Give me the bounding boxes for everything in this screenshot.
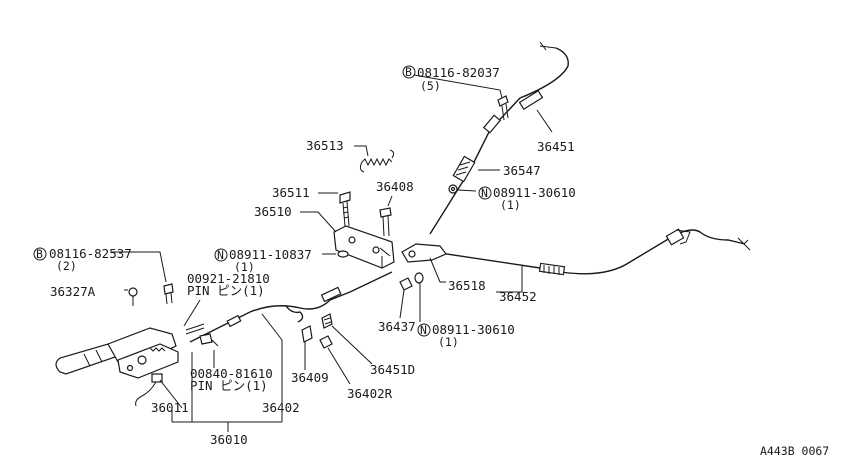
clip-36437 (399, 277, 413, 291)
label-bolt-08116-82037: 08116-82037 (417, 65, 500, 80)
bolt-symbol-left-letter: B (36, 247, 43, 261)
rear-cable-right-end (539, 41, 557, 51)
rear-cable-right-clamp (482, 114, 502, 134)
pin-00840-81610 (199, 333, 213, 345)
rear-cable-left-tip (737, 237, 751, 251)
bolt-36511-thread (342, 206, 350, 219)
lever-base (117, 343, 179, 379)
label-nut-08911-30610-upper-qty: (1) (500, 198, 521, 212)
front-cable-boot (320, 286, 342, 303)
label-36513: 36513 (306, 138, 344, 153)
nut-symbol-right-bottom (417, 323, 431, 337)
lever-ratchet (149, 347, 166, 352)
nut-08911-10837 (337, 250, 349, 258)
nut-symbol-right-top (478, 186, 492, 200)
bolt-08116-82537 (163, 283, 174, 295)
bolt-08116-82537-shank (165, 292, 173, 305)
label-36010: 36010 (210, 432, 248, 447)
label-nut-08911-10837: 08911-10837 (229, 247, 312, 262)
label-36547: 36547 (503, 163, 541, 178)
nut-symbol-mid-letter: N (217, 248, 224, 262)
label-36011: 36011 (151, 400, 189, 415)
bracket-hole-1 (348, 236, 356, 244)
front-cable-curl (285, 305, 304, 323)
bolt-symbol-left (33, 247, 47, 261)
label-bolt-08116-82037-qty: (5) (420, 79, 441, 93)
rear-cable-left-hatch (543, 265, 560, 275)
nut-08911-30610-upper-hole (450, 186, 456, 192)
label-36409: 36409 (291, 370, 329, 385)
cable-guide-36547 (452, 155, 476, 183)
label-nut-08911-30610-upper: 08911-30610 (493, 185, 576, 200)
label-36402: 36402 (262, 400, 300, 415)
return-spring-36513 (361, 157, 393, 167)
bolt-symbol-top (402, 65, 416, 79)
label-pin-00921-21810-name: PIN ピン(1) (187, 283, 265, 298)
nut-symbol-mid (214, 248, 228, 262)
nut-symbol-right-bottom-letter: N (420, 323, 427, 337)
bolt-36402r (319, 335, 333, 349)
label-36327a: 36327A (50, 284, 96, 299)
label-nut-08911-30610-lower-qty: (1) (438, 335, 459, 349)
label-36518: 36518 (448, 278, 486, 293)
rear-cable-left-clip (665, 228, 685, 246)
rear-cable-left-bracket (675, 229, 691, 245)
label-36451d: 36451D (370, 362, 415, 377)
label-bolt-08116-82537: 08116-82537 (49, 246, 132, 261)
bracket-36510 (333, 225, 395, 269)
pin-00921-21810 (185, 323, 205, 335)
return-spring-hook (359, 149, 395, 173)
nut-symbol-right-top-letter: N (481, 186, 488, 200)
leader-lines (112, 74, 553, 432)
pin-00840-81610-shank (211, 339, 219, 347)
clip-36409 (301, 325, 313, 343)
rear-cable-left-end (669, 229, 746, 245)
label-36452: 36452 (499, 289, 537, 304)
equalizer-pin (408, 250, 416, 258)
rear-cable-right-bracket (518, 89, 544, 111)
label-pin-00840-81610: 00840-81610 (190, 366, 273, 381)
label-pin-00921-21810: 00921-21810 (187, 271, 270, 286)
bracket-fold (379, 247, 391, 268)
rear-cable-right-hatch (455, 161, 471, 176)
clip-36451d-lines (323, 317, 332, 325)
bolt-36408-shank (382, 215, 390, 237)
front-cable-end (226, 314, 242, 328)
label-36402r: 36402R (347, 386, 393, 401)
label-nut-08911-30610-lower: 08911-30610 (432, 322, 515, 337)
front-cable (189, 271, 393, 343)
bolt-36327a (128, 287, 138, 297)
equalizer-36518 (401, 243, 447, 263)
bolt-36408 (379, 207, 392, 218)
diagram-reference-code: A443B 0067 (760, 444, 829, 458)
label-36451: 36451 (537, 139, 575, 154)
label-36408: 36408 (376, 179, 414, 194)
clip-36451d (321, 313, 333, 329)
bolt-36511 (339, 191, 351, 204)
label-36510: 36510 (254, 204, 292, 219)
bolt-36511-shank (342, 200, 350, 227)
label-36511: 36511 (272, 185, 310, 200)
lever-bolt-hole (126, 364, 134, 372)
lever-handle-grip (83, 349, 103, 367)
lever-pivot (137, 355, 147, 365)
lever-switch (151, 373, 163, 383)
nut-08911-30610-lower (414, 272, 424, 284)
bracket-hole-2 (372, 246, 380, 254)
label-pin-00840-81610-name: PIN ピン(1) (190, 378, 268, 393)
label-36437: 36437 (378, 319, 416, 334)
bolt-08116-82037 (497, 95, 509, 107)
rear-cable-right (429, 47, 569, 235)
bolt-08116-82037-shank (501, 103, 509, 121)
label-nut-08911-10837-qty: (1) (234, 260, 255, 274)
rear-cable-left-boot (538, 262, 566, 276)
lever-switch-wire (135, 381, 157, 407)
bolt-symbol-top-letter: B (405, 65, 412, 79)
label-bolt-08116-82537-qty: (2) (56, 259, 77, 273)
